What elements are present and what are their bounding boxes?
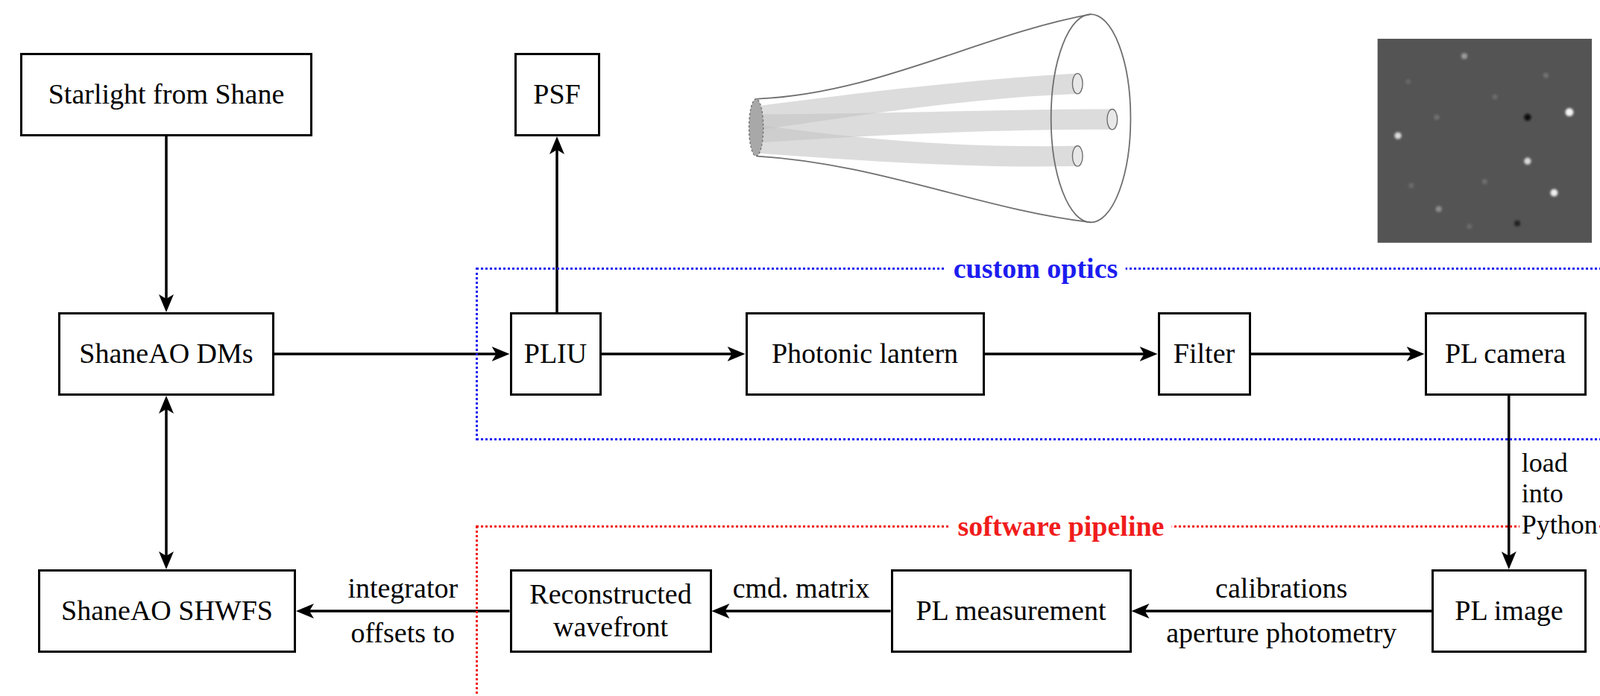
process-box: PSF [514,52,601,137]
connector-arrow [601,352,740,356]
connector-arrow [717,609,891,613]
process-box: ShaneAO SHWFS [38,569,296,654]
edge-label: load into Python [1519,448,1599,541]
spot [1466,223,1472,229]
fiber-end [1072,73,1083,94]
edge-label: integrator [345,572,461,606]
box-label: PL measurement [915,594,1106,628]
camera-image [1377,38,1592,244]
box-label: ShaneAO DMs [79,337,253,371]
box-label: PSF [533,78,581,112]
lantern-edge [756,155,1091,223]
edge-annotation: offsets to [348,617,458,651]
spot [1394,131,1401,139]
process-box: PL camera [1424,312,1587,396]
camera-frame [1377,38,1592,244]
box-label: Starlight from Shane [48,78,285,112]
box-label: Reconstructed wavefront [519,578,703,644]
box-label: Filter [1173,337,1235,371]
group-region: custom opticsPLIUPhotonic lanternFilterP… [475,267,1600,441]
fiber-end [1072,146,1083,167]
spot [1491,93,1498,100]
spot [1523,158,1531,165]
connector-arrow [164,401,168,564]
process-box: PL measurement [890,569,1132,654]
connector-arrow [301,609,510,613]
photonic-lantern-drawing [749,14,1132,223]
edge-label: cmd. matrix [730,572,873,606]
connector-arrow [1137,609,1433,613]
connector-arrow [1251,352,1419,356]
box-label: PL camera [1444,337,1566,371]
spot [1523,114,1531,121]
edge-label: calibrations [1213,572,1350,606]
spot [1433,114,1439,121]
region-title: custom optics [946,252,1126,286]
connector-arrow [984,352,1152,356]
spot [1550,189,1558,197]
process-box: PLIU [509,312,602,396]
edge-annotation: aperture photometry [1163,617,1399,651]
spot [1514,220,1521,227]
lantern-edge [756,14,1091,100]
group-region: software pipelineReconstructed wavefront… [475,525,1600,696]
spot [1435,205,1442,212]
connector-arrow [164,136,168,307]
spot [1564,108,1574,117]
spot [1461,52,1468,59]
box-label: Photonic lantern [771,337,959,371]
process-box: Photonic lantern [745,312,985,396]
box-label: PL image [1454,594,1563,628]
process-box: Filter [1157,312,1252,396]
process-box: PL image [1431,569,1587,654]
connector-arrow [1507,395,1511,564]
process-box: Reconstructed wavefront [509,569,713,654]
box-label: ShaneAO SHWFS [61,594,273,628]
connector-arrow [555,142,559,313]
spot [1482,178,1488,185]
connector-arrow [274,352,505,356]
process-box: Starlight from Shane [20,52,313,137]
fiber-end [1107,108,1118,129]
spot [1408,183,1414,189]
lantern-face [1051,14,1132,223]
region-title: software pipeline [950,510,1173,544]
spot [1543,73,1549,79]
lantern-tip [749,99,764,157]
box-label: PLIU [524,337,587,371]
process-box: ShaneAO DMs [58,312,275,396]
spot [1405,79,1411,85]
